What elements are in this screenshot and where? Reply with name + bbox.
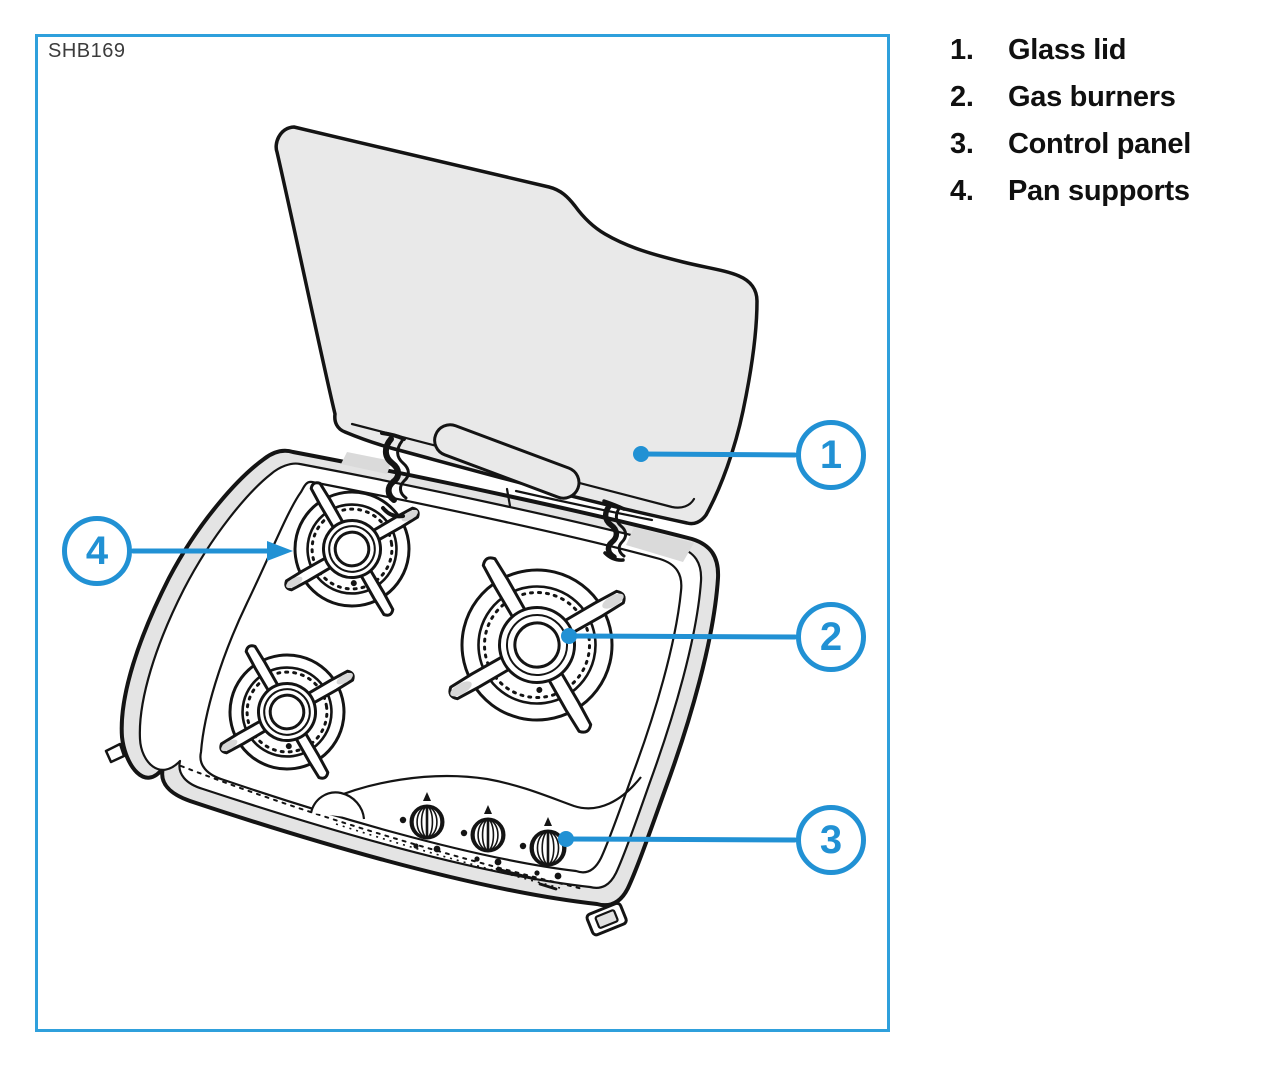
control-panel-boundary: [330, 774, 642, 810]
lid-handle-lip: [505, 487, 654, 522]
lid-hinges: [380, 431, 628, 562]
flame-symbol-icon: [494, 858, 502, 866]
igniter-bump: [309, 791, 366, 820]
flame-symbol-icon: [399, 816, 407, 824]
legend-item-control-panel: 3. Control panel: [950, 121, 1191, 168]
pan-support-arm: [244, 644, 282, 696]
control-panel: [309, 774, 642, 891]
flame-symbol-icon: [554, 872, 562, 880]
pan-support-arm: [309, 481, 347, 533]
lid-inner-edge: [350, 422, 696, 509]
callout-line-2: [561, 628, 798, 644]
off-symbol-icon: [474, 856, 480, 862]
burner: [219, 644, 355, 780]
hob-dashed-guide: [180, 765, 584, 890]
flame-symbol-icon: [433, 845, 441, 853]
legend-item-gas-burners: 2. Gas burners: [950, 74, 1191, 121]
callout-line-4: [130, 541, 293, 561]
legend-label: Glass lid: [1008, 34, 1127, 66]
callout-circle-4: 4: [62, 516, 132, 586]
pan-support-arm: [544, 666, 593, 734]
burner: [448, 556, 626, 734]
callout-circle-1: 1: [796, 420, 866, 490]
flame-symbol-icon: [460, 829, 468, 837]
flame-symbol-icon: [519, 842, 527, 850]
legend-number: 4.: [950, 175, 974, 207]
legend-label: Control panel: [1008, 128, 1191, 160]
legend-number: 1.: [950, 34, 974, 66]
control-knob: [460, 805, 506, 866]
lid-handle-slot: [433, 423, 581, 500]
control-knob: [519, 817, 567, 880]
glass-lid: [274, 125, 759, 526]
knob-pointer-icon: [423, 792, 431, 801]
rim-shade-left: [341, 452, 392, 474]
glass-lid-shape: [274, 125, 759, 526]
lid-hinge-right: [602, 499, 628, 562]
pan-support-arm: [481, 556, 530, 624]
latch: [585, 901, 628, 937]
callout-circle-3: 3: [796, 805, 866, 875]
pan-support-arm: [357, 565, 395, 617]
callout-circle-2: 2: [796, 602, 866, 672]
legend-number: 3.: [950, 128, 974, 160]
callout-dot: [558, 831, 574, 847]
legend-item-pan-supports: 4. Pan supports: [950, 168, 1191, 215]
legend-label: Gas burners: [1008, 81, 1176, 113]
knob-pointer-icon: [484, 805, 492, 814]
legend: 1. Glass lid 2. Gas burners 3. Control p…: [950, 27, 1191, 215]
legend-label: Pan supports: [1008, 175, 1190, 207]
figure-code-label: SHB169: [48, 40, 126, 62]
panel-dashed-line: [335, 823, 561, 889]
callout-line-1: [633, 446, 798, 462]
burner: [284, 481, 420, 617]
callout-dot: [633, 446, 649, 462]
callout-arrow: [267, 541, 293, 561]
control-knob: [399, 792, 445, 853]
callout-line-3: [558, 831, 798, 847]
legend-item-glass-lid: 1. Glass lid: [950, 27, 1191, 74]
burners: [219, 481, 626, 780]
legend-number: 2.: [950, 81, 974, 113]
rim-shade-right: [626, 527, 694, 562]
off-symbol-icon: [534, 870, 540, 876]
pan-support-arm: [292, 728, 330, 780]
callout-lines: [130, 446, 798, 847]
knobs: [399, 792, 567, 880]
knob-pointer-icon: [544, 817, 552, 826]
lid-hinge-left: [380, 431, 410, 519]
hob-left-tab: [104, 742, 126, 764]
off-symbol-icon: [413, 843, 419, 849]
brand-mark: [495, 867, 558, 891]
callout-dot: [561, 628, 577, 644]
